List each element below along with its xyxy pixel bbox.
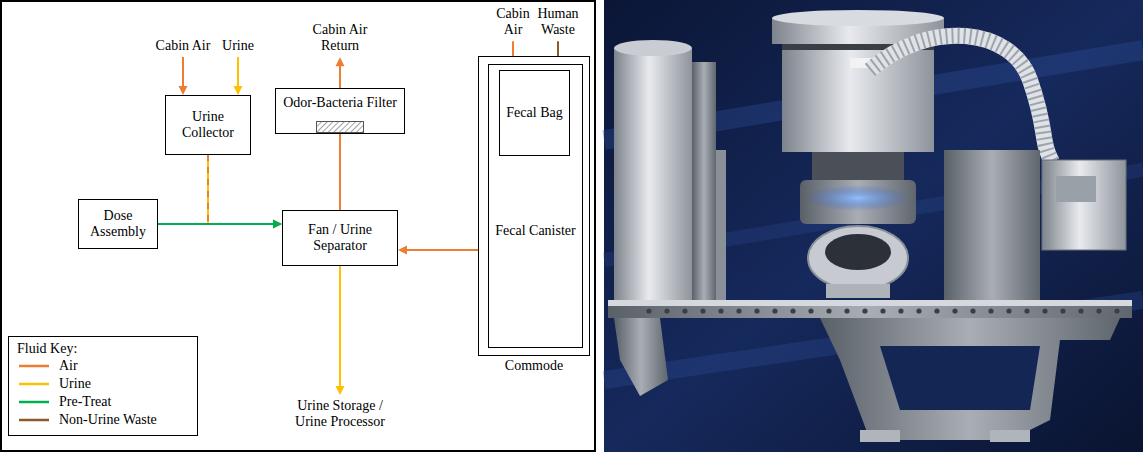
mount-holes (640, 306, 1126, 316)
box-label: Commode (469, 358, 599, 374)
flow-label: Cabin Air (148, 38, 218, 54)
flow-arrow-line (182, 57, 184, 87)
tank-lid-top (772, 10, 944, 26)
flow-arrow-line (237, 57, 239, 87)
legend-title: Fluid Key: (17, 341, 189, 357)
filter-hatch (317, 122, 364, 133)
commode-box: CommodeFecal CanisterFecal Bag (478, 56, 590, 356)
flow-connector (158, 220, 282, 229)
legend-line (19, 401, 49, 404)
flow-arrow-head (234, 86, 243, 95)
bag-box: Fecal Bag (499, 70, 570, 156)
flow-connector (340, 134, 341, 210)
box-label: Dose Assembly (84, 208, 152, 240)
legend-text: Urine (59, 376, 91, 392)
legend-swatch (17, 360, 51, 372)
flow-arrow-line (339, 266, 341, 387)
side-tank (614, 48, 692, 310)
flow-connector (398, 246, 478, 255)
connector-line (406, 249, 478, 251)
side-bracket (614, 318, 668, 396)
legend-item: Pre-Treat (17, 393, 189, 411)
side-panel (692, 62, 716, 310)
flow-label: Human Waste (535, 6, 581, 38)
seat-lip (826, 284, 890, 298)
blue-glow (806, 185, 910, 211)
connector-dash (208, 155, 274, 224)
side-box (1042, 160, 1126, 250)
flow-arrow-head (336, 386, 345, 395)
photo-background (604, 0, 1143, 452)
legend-item: Air (17, 357, 189, 375)
legend-swatch (17, 396, 51, 408)
box-label: Fecal Bag (506, 105, 562, 121)
filter-element (316, 121, 364, 133)
legend-item: Non-Urine Waste (17, 411, 189, 429)
tank-neck (812, 152, 904, 182)
box-label: Fan / Urine Separator (288, 222, 392, 254)
side-box-panel (1056, 176, 1096, 202)
base-plate-top (608, 300, 1132, 306)
legend-title-holder: Fluid Key: (17, 341, 189, 357)
arrow-head (273, 220, 282, 229)
frame-bar (716, 150, 726, 310)
bracket-cutout (880, 346, 1040, 410)
side-tank-cap (614, 40, 692, 56)
connector-line (208, 155, 274, 224)
filter-box: Odor-Bacteria Filter (275, 88, 405, 134)
canister-box: Fecal Canister Fecal Bag (488, 64, 583, 348)
flow-arrow-head (336, 57, 345, 66)
process-box: Urine Collector (165, 95, 251, 155)
legend-text: Non-Urine Waste (59, 412, 157, 428)
connector-line (339, 134, 341, 210)
bracket-foot (860, 430, 900, 442)
box-label: Urine Collector (171, 109, 245, 141)
flow-arrow-line (339, 65, 341, 88)
legend-swatch (17, 414, 51, 426)
panel-border (1, 1, 595, 451)
arrow-head (398, 246, 407, 255)
base-plate (608, 300, 1132, 318)
flow-label: Urine (218, 38, 258, 54)
flow-arrow-head (179, 86, 188, 95)
flow-connector (208, 155, 282, 229)
legend-line (19, 419, 49, 422)
valve-box (944, 150, 1040, 300)
legend-items: AirUrinePre-TreatNon-Urine Waste (17, 357, 189, 429)
mount-bracket (820, 318, 1120, 440)
process-box: Dose Assembly (78, 199, 158, 249)
box-label: Fecal Canister (489, 223, 582, 239)
legend-box: Fluid Key:AirUrinePre-TreatNon-Urine Was… (8, 336, 198, 436)
legend-swatch (17, 378, 51, 390)
legend-text: Air (59, 358, 78, 374)
arrow-head (273, 220, 282, 229)
hose (870, 36, 1052, 162)
process-box: Fan / Urine Separator (282, 210, 398, 266)
bracket-foot (990, 430, 1030, 442)
legend-text: Pre-Treat (59, 394, 111, 410)
flow-label: Urine Storage / Urine Processor (284, 398, 396, 430)
flow-label: Cabin Air (494, 6, 532, 38)
flow-label: Cabin Air Return (309, 22, 371, 54)
seat-funnel (808, 226, 908, 290)
legend-line (19, 365, 49, 368)
box-label: Odor-Bacteria Filter (283, 95, 397, 111)
fan-tank (782, 44, 934, 152)
connector-line (158, 223, 274, 225)
fan-housing (800, 180, 916, 224)
hose-ribs (870, 36, 1052, 162)
legend-item: Urine (17, 375, 189, 393)
legend-line (19, 383, 49, 386)
seat-opening (825, 234, 891, 270)
